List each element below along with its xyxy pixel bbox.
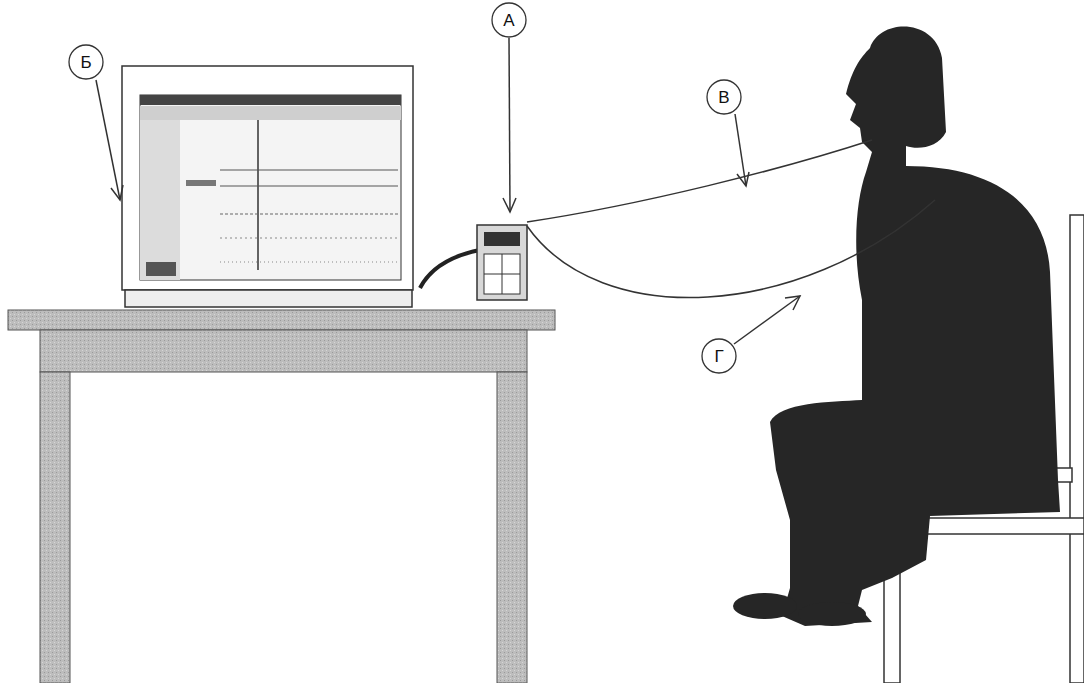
callout-circle: В bbox=[706, 79, 742, 115]
sensor-wire bbox=[527, 200, 935, 298]
callout-letter: А bbox=[503, 12, 514, 29]
callout-letter: Г bbox=[714, 348, 723, 365]
person-silhouette bbox=[733, 27, 1060, 626]
breathing-tube bbox=[527, 140, 872, 222]
leader-lines bbox=[96, 38, 800, 344]
laptop bbox=[122, 66, 413, 307]
spirometer-device bbox=[477, 225, 527, 300]
callout-letter: Б bbox=[80, 54, 91, 71]
callout-circle: Г bbox=[701, 338, 737, 374]
callout-circle: А bbox=[491, 2, 527, 38]
table bbox=[8, 310, 555, 683]
callout-circle: Б bbox=[68, 44, 104, 80]
usb-cable bbox=[420, 250, 480, 288]
callout-letter: В bbox=[718, 89, 729, 106]
